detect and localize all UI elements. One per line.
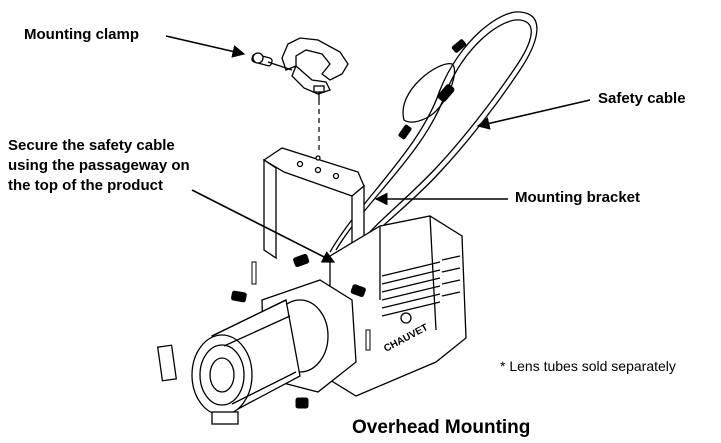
mounting-clamp-icon <box>251 37 349 100</box>
shutter-handle-icons <box>231 253 371 409</box>
mounting-bracket-label: Mounting bracket <box>515 189 641 206</box>
passageway-callout-arrow <box>191 189 336 263</box>
secure-note-line-2: using the passageway on <box>8 157 190 174</box>
cable-sleeve-icons <box>398 39 467 140</box>
clamp-callout-arrow <box>165 35 246 58</box>
safety-cable-label: Safety cable <box>598 90 686 107</box>
secure-cable-note: Secure the safety cable using the passag… <box>8 136 190 196</box>
lens-tube-icon <box>156 299 301 425</box>
cable-callout-arrow <box>476 99 591 130</box>
callout-arrows <box>165 35 591 263</box>
secure-note-line-3: the top of the product <box>8 177 163 194</box>
page-title: Overhead Mounting <box>352 417 531 438</box>
safety-cable-icon <box>329 11 538 253</box>
secure-note-line-1: Secure the safety cable <box>8 137 175 154</box>
lens-tubes-note: * Lens tubes sold separately <box>500 358 676 374</box>
mounting-clamp-label: Mounting clamp <box>24 26 139 43</box>
